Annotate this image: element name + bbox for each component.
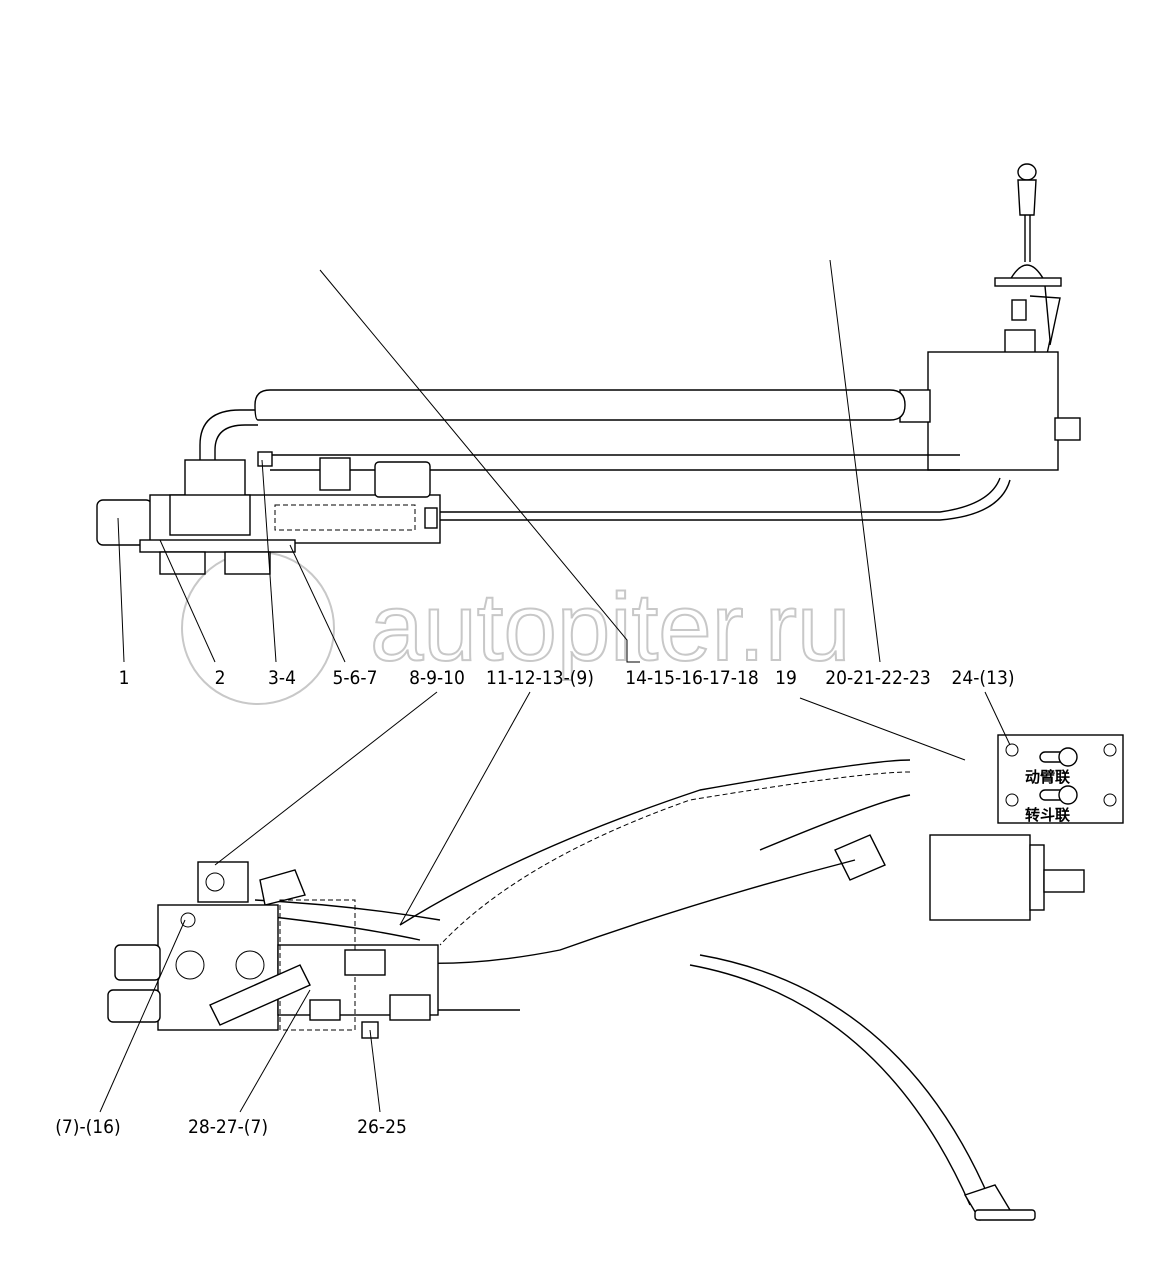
callout-26-25: 26-25 [357, 1116, 407, 1138]
callout-14-18: 14-15-16-17-18 [625, 667, 758, 689]
hose-upper [254, 389, 906, 421]
callout-3-4: 3-4 [268, 667, 296, 689]
callout-28-27-7: 28-27-(7) [188, 1116, 268, 1138]
watermark: autopiter.ru [181, 551, 851, 705]
top-view-assembly [96, 163, 1081, 575]
pilot-valve-body [929, 834, 1031, 921]
callout-19: 19 [775, 667, 797, 689]
callout-7-16: (7)-(16) [55, 1116, 120, 1138]
callout-11-12-13: 11-12-13-(9) [486, 667, 594, 689]
callout-8-9-10: 8-9-10 [409, 667, 465, 689]
bottom-view-assembly: 动臂联 转斗联 [107, 734, 1124, 1221]
control-panel [997, 734, 1124, 824]
callout-1: 1 [119, 667, 130, 689]
callout-20-23: 20-21-22-23 [825, 667, 931, 689]
callout-2: 2 [215, 667, 226, 689]
joystick-lever [899, 163, 1081, 471]
svg-text:autopiter.ru: autopiter.ru [370, 574, 850, 681]
callout-5-6-7: 5-6-7 [333, 667, 378, 689]
leader-lines [99, 259, 1011, 1113]
callout-24: 24-(13) [951, 667, 1014, 689]
bucket-section-label: 转斗联 [1025, 806, 1071, 824]
valve-cap [96, 499, 153, 546]
callout-labels: 1 2 3-4 5-6-7 8-9-10 11-12-13-(9) 14-15-… [55, 667, 1014, 1138]
boom-section-label: 动臂联 [1025, 768, 1071, 786]
